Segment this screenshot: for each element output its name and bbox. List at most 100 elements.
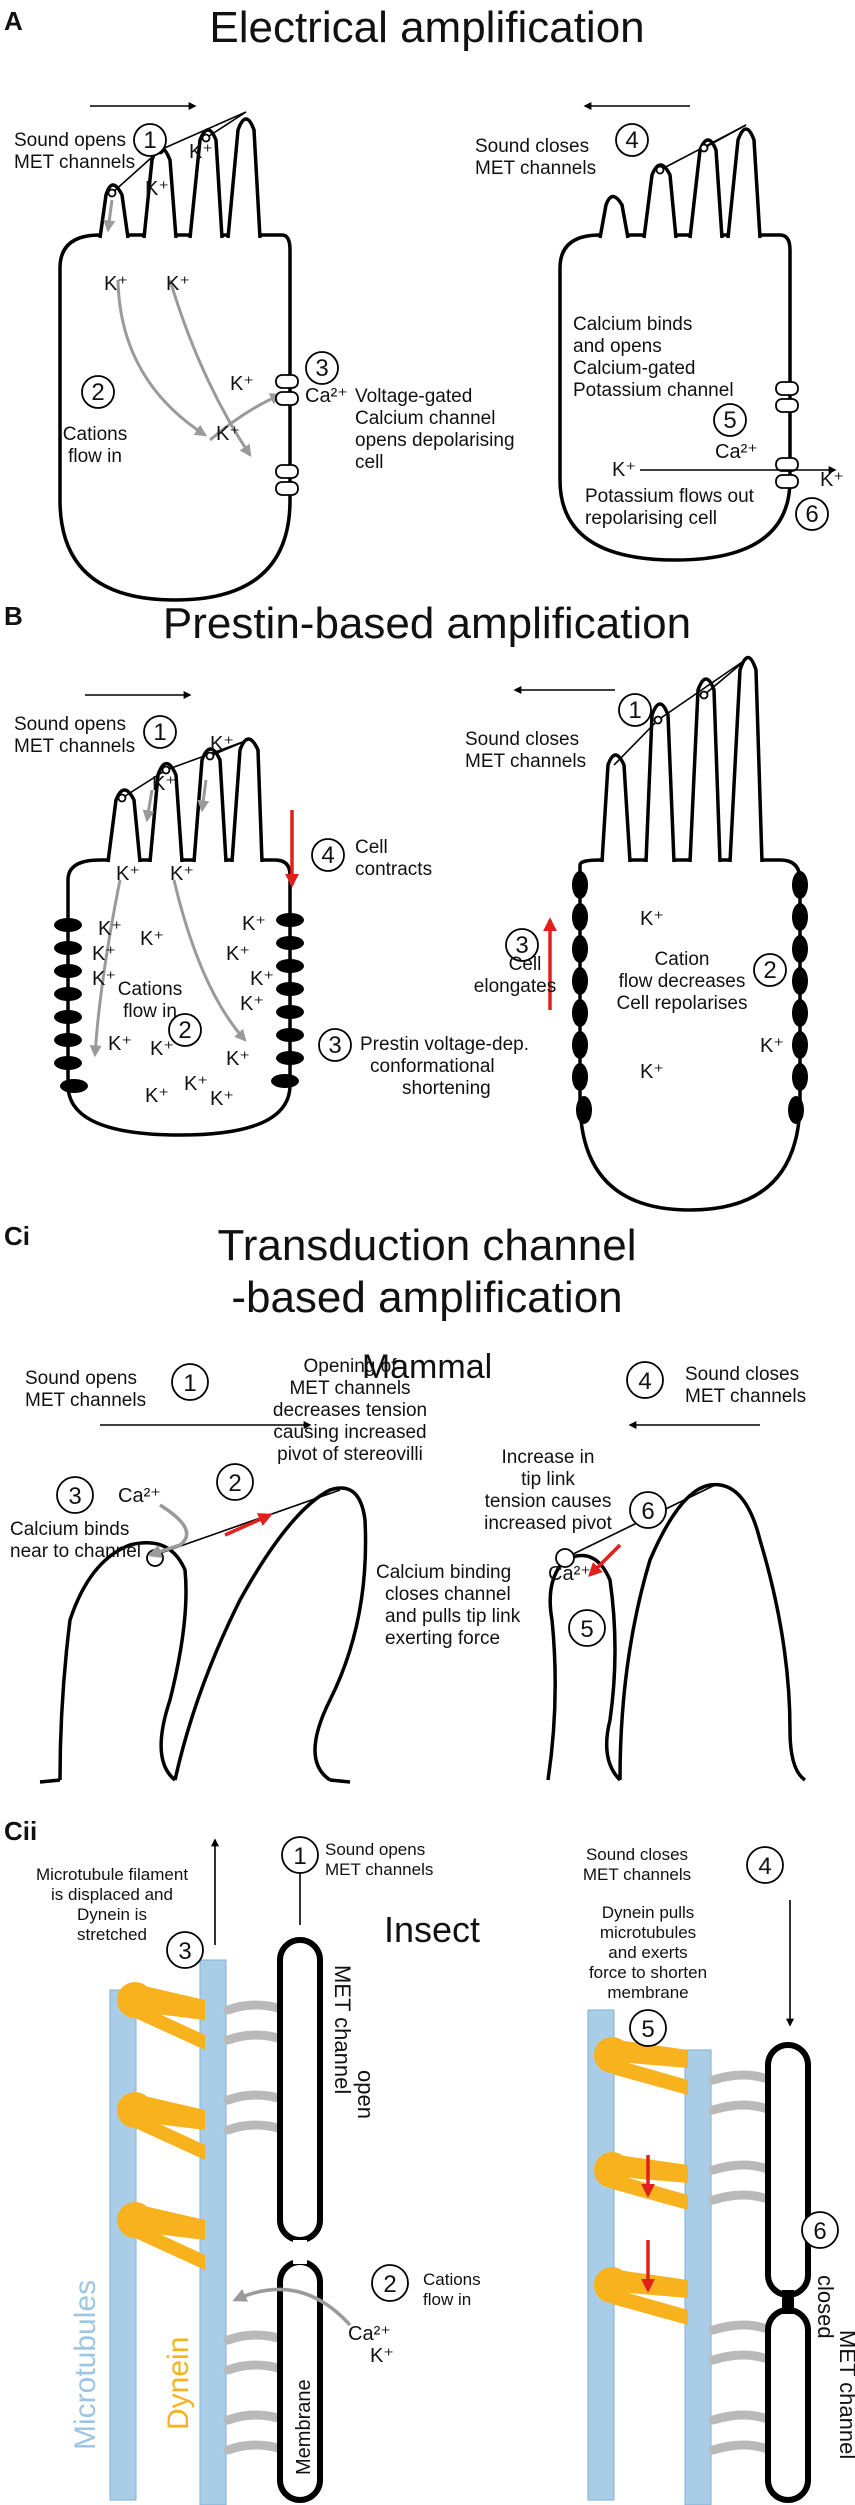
svg-text:K⁺: K⁺	[108, 1033, 132, 1055]
svg-text:K⁺: K⁺	[226, 943, 250, 965]
red-arrow-pivot-right	[588, 1543, 622, 1577]
svg-text:and pulls tip link: and pulls tip link	[385, 1606, 521, 1627]
svg-text:Cations: Cations	[118, 979, 182, 1000]
met-channel-closed-capsule-top	[765, 2042, 811, 2298]
panel-b: B Prestin-based amplification	[4, 599, 808, 1212]
svg-text:K⁺: K⁺	[140, 928, 164, 950]
svg-text:increased pivot: increased pivot	[484, 1513, 613, 1534]
svg-text:K⁺: K⁺	[98, 918, 122, 940]
svg-text:flow in: flow in	[123, 1001, 177, 1022]
panel-a-title: Electrical amplification	[209, 3, 644, 52]
svg-text:6: 6	[813, 2218, 826, 2245]
svg-text:stretched: stretched	[77, 1925, 147, 1944]
svg-text:Sound closes: Sound closes	[475, 136, 589, 157]
microtubule-right-2	[684, 2049, 712, 2505]
svg-text:K⁺: K⁺	[612, 459, 636, 481]
panel-ci-subtitle: Mammal	[362, 1348, 492, 1386]
svg-text:K⁺: K⁺	[640, 908, 664, 930]
svg-text:MET channels: MET channels	[14, 152, 135, 173]
svg-text:Sound opens: Sound opens	[14, 714, 126, 735]
svg-text:membrane: membrane	[607, 1983, 688, 2002]
svg-text:2: 2	[91, 379, 104, 406]
svg-text:open: open	[353, 2070, 378, 2119]
svg-text:Calcium binds: Calcium binds	[10, 1519, 129, 1540]
svg-text:MET channels: MET channels	[583, 1865, 691, 1884]
svg-text:K⁺: K⁺	[166, 273, 190, 295]
svg-text:3: 3	[315, 355, 328, 382]
svg-text:4: 4	[758, 1853, 771, 1880]
svg-text:3: 3	[178, 1938, 191, 1965]
svg-text:K⁺: K⁺	[104, 273, 128, 295]
panel-b-title: Prestin-based amplification	[163, 599, 691, 648]
linkers-right	[708, 2070, 775, 2455]
panel-ci-letter: Ci	[4, 1221, 30, 1251]
met-channel-closed-capsule-bottom	[765, 2307, 811, 2503]
svg-text:K⁺: K⁺	[760, 1035, 784, 1057]
svg-text:K⁺: K⁺	[92, 968, 116, 990]
svg-text:Calcium binds: Calcium binds	[573, 314, 692, 335]
svg-text:shortening: shortening	[402, 1078, 491, 1099]
svg-text:Sound closes: Sound closes	[586, 1845, 688, 1864]
panel-b-letter: B	[4, 601, 23, 631]
hair-cell-b-left	[66, 737, 292, 1137]
svg-text:Sound closes: Sound closes	[685, 1364, 799, 1385]
svg-text:Cations: Cations	[63, 424, 127, 445]
svg-text:Calcium channel: Calcium channel	[355, 408, 495, 429]
svg-text:MET channels: MET channels	[475, 158, 596, 179]
svg-text:3: 3	[515, 932, 528, 959]
svg-text:K⁺: K⁺	[189, 141, 213, 163]
svg-text:3: 3	[328, 1032, 341, 1059]
svg-text:Sound closes: Sound closes	[465, 729, 579, 750]
svg-text:Cell: Cell	[509, 954, 542, 975]
panel-a: A Electrical amplification 1	[4, 3, 844, 602]
svg-text:5: 5	[723, 407, 736, 434]
svg-text:1: 1	[293, 1843, 306, 1870]
prestin-left-column	[54, 913, 304, 1093]
svg-text:K⁺: K⁺	[210, 733, 234, 755]
svg-text:Ca²⁺: Ca²⁺	[305, 385, 348, 407]
svg-text:Microtubules: Microtubules	[69, 2280, 102, 2450]
svg-text:K⁺: K⁺	[152, 773, 176, 795]
svg-text:Ca²⁺: Ca²⁺	[118, 1485, 161, 1507]
svg-text:Voltage-gated: Voltage-gated	[355, 386, 472, 407]
svg-text:flow decreases: flow decreases	[619, 971, 746, 992]
svg-text:2: 2	[178, 1017, 191, 1044]
svg-text:Ca²⁺: Ca²⁺	[348, 2323, 391, 2345]
svg-text:Calcium binding: Calcium binding	[376, 1562, 511, 1583]
svg-text:3: 3	[68, 1483, 81, 1510]
svg-text:Dynein is: Dynein is	[77, 1905, 147, 1924]
svg-text:and opens: and opens	[573, 336, 662, 357]
svg-text:4: 4	[638, 1368, 651, 1395]
svg-text:2: 2	[383, 2271, 396, 2298]
panel-cii-letter: Cii	[4, 1816, 37, 1846]
svg-text:4: 4	[321, 842, 334, 869]
svg-text:tension causes: tension causes	[485, 1491, 612, 1512]
svg-text:flow in: flow in	[68, 446, 122, 467]
panel-ci: Ci Transduction channel -based amplifica…	[4, 1221, 806, 1784]
panel-ci-title-2: -based amplification	[231, 1273, 622, 1322]
svg-text:MET channel: MET channel	[835, 2330, 855, 2459]
met-channel-open-capsule	[277, 1937, 323, 2243]
step1-badge	[133, 123, 167, 157]
svg-text:K⁺: K⁺	[210, 1088, 234, 1110]
svg-text:MET channels: MET channels	[325, 1860, 433, 1879]
svg-text:Sound opens: Sound opens	[14, 130, 126, 151]
svg-text:K⁺: K⁺	[150, 1038, 174, 1060]
svg-text:1: 1	[153, 719, 166, 746]
svg-text:MET channel: MET channel	[330, 1965, 355, 2094]
microtubule-left-1	[109, 1989, 137, 2501]
svg-text:Dynein: Dynein	[162, 2337, 195, 2430]
panel-ci-title-1: Transduction channel	[217, 1221, 636, 1270]
svg-text:Increase in: Increase in	[502, 1447, 595, 1468]
svg-text:Sound opens: Sound opens	[325, 1840, 425, 1859]
svg-text:K⁺: K⁺	[145, 178, 169, 200]
prestin-right-column	[572, 871, 808, 1124]
svg-text:elongates: elongates	[474, 976, 556, 997]
svg-text:1: 1	[143, 127, 156, 154]
svg-text:1: 1	[628, 697, 641, 724]
svg-text:5: 5	[641, 2016, 654, 2043]
svg-text:K⁺: K⁺	[184, 1073, 208, 1095]
svg-text:Sound opens: Sound opens	[25, 1368, 137, 1389]
svg-text:K⁺: K⁺	[226, 1048, 250, 1070]
svg-text:K⁺: K⁺	[640, 1061, 664, 1083]
